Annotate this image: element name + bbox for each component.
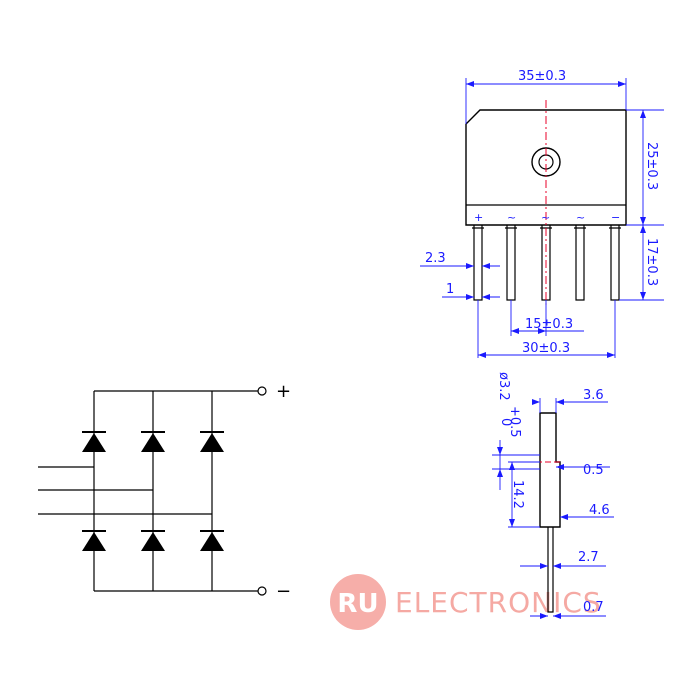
diode-upper-1 [82, 431, 106, 452]
side-view: 3.6 ø3.2 +0.5 0 0.5 14.2 4.6 2.7 0.7 [492, 372, 614, 619]
minus-terminal [257, 586, 267, 596]
diode-lower-3 [200, 530, 224, 551]
lead-dim: 2.7 [578, 550, 599, 565]
pitch-dim: 15±0.3 [525, 317, 573, 332]
thickness-dim: 3.6 [583, 388, 604, 403]
plus-label: + [276, 381, 291, 402]
watermark-brand-text: ELECTRONICS [395, 586, 602, 619]
hole-pos-dim: 14.2 [510, 480, 525, 509]
body-height-dim: 25±0.3 [644, 142, 659, 190]
terminal-1-label: + [474, 211, 483, 224]
base-dim: 4.6 [589, 503, 610, 518]
side-lead-thickness-dim: 0.7 [583, 600, 604, 615]
step-dim: 0.5 [583, 463, 604, 478]
watermark: RU ELECTRONICS [330, 574, 602, 630]
side-body [539, 412, 561, 528]
terminal-2-label: ~ [507, 211, 516, 224]
diode-upper-2 [141, 431, 165, 452]
front-view: + ~ ~ ~ − [420, 69, 664, 358]
bridge-schematic [38, 386, 267, 596]
span-dim: 30±0.3 [522, 341, 570, 356]
watermark-logo-text: RU [337, 589, 378, 619]
side-lead [547, 527, 554, 613]
lead-thickness-dim: 1 [446, 282, 454, 297]
lead-width-dim: 2.3 [425, 251, 446, 266]
lead-1 [473, 225, 483, 301]
hole-tol-upper: +0.5 [507, 406, 522, 438]
lead-2 [506, 225, 516, 301]
hole-tol-lower: 0 [498, 418, 513, 426]
lead-4 [575, 225, 585, 301]
width-dim: 35±0.3 [518, 69, 566, 84]
diode-upper-3 [200, 431, 224, 452]
minus-label: − [276, 581, 291, 602]
diode-lower-1 [82, 530, 106, 551]
hole-dim: ø3.2 [496, 372, 511, 401]
terminal-3-label: ~ [541, 211, 550, 224]
lead-5 [610, 225, 620, 301]
diode-lower-2 [141, 530, 165, 551]
plus-terminal [257, 386, 267, 396]
terminal-5-label: − [611, 211, 620, 224]
terminal-4-label: ~ [576, 211, 585, 224]
watermark-logo-circle [330, 574, 386, 630]
lead-length-dim: 17±0.3 [644, 238, 659, 286]
